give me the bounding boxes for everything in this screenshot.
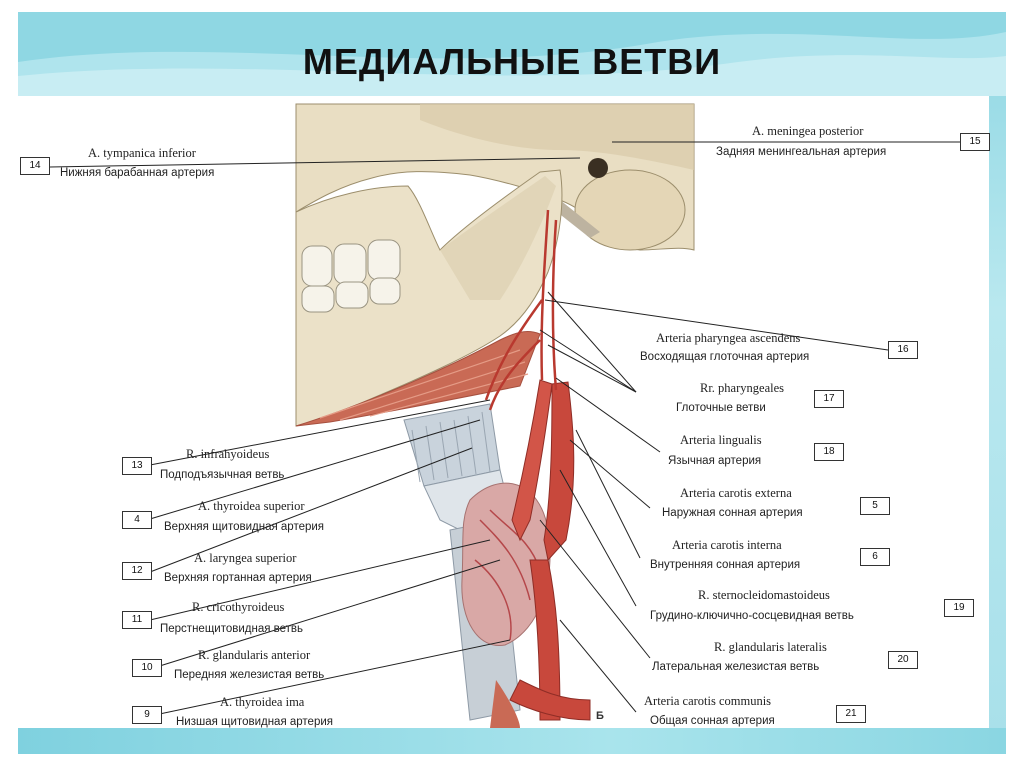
label-latin-carotis-communis: Arteria carotis communis (644, 695, 771, 708)
label-latin-pharyngeales: Rr. pharyngeales (700, 382, 784, 395)
label-latin-cricothyroideus: R. cricothyroideus (192, 601, 284, 614)
label-latin-lingualis: Arteria lingualis (680, 434, 762, 447)
label-russian-cricothyroideus: Перстнещитовидная ветвь (160, 624, 303, 636)
label-russian-laryngea: Верхняя гортанная артерия (164, 573, 312, 585)
label-russian-thyroidea-ima: Низшая щитовидная артерия (176, 717, 333, 729)
label-number-15: 15 (960, 133, 990, 151)
label-russian-tympanica: Нижняя барабанная артерия (60, 168, 214, 180)
label-latin-glandularis-lateralis: R. glandularis lateralis (714, 641, 827, 654)
label-latin-infrahyoideus: R. infrahyoideus (186, 448, 269, 461)
label-latin-pharyngea: Arteria pharyngea ascendens (656, 332, 800, 345)
label-number-12: 12 (122, 562, 152, 580)
label-russian-thyroidea-superior: Верхняя щитовидная артерия (164, 522, 324, 534)
label-russian-carotis-interna: Внутренняя сонная артерия (650, 560, 800, 572)
foramen (588, 158, 608, 178)
label-number-16: 16 (888, 341, 918, 359)
label-russian-lingualis: Язычная артерия (668, 456, 761, 468)
label-number-21: 21 (836, 705, 866, 723)
label-number-17: 17 (814, 390, 844, 408)
label-russian-sternocleido: Грудино-ключично-сосцевидная ветвь (650, 611, 854, 623)
figure-letter: Б (596, 710, 604, 722)
label-number-9: 9 (132, 706, 162, 724)
label-latin-thyroidea-superior: A. thyroidea superior (198, 500, 305, 513)
label-latin-meningea: A. meningea posterior (752, 125, 863, 138)
label-number-5: 5 (860, 497, 890, 515)
label-number-14: 14 (20, 157, 50, 175)
label-number-20: 20 (888, 651, 918, 669)
label-latin-sternocleido: R. sternocleidomastoideus (698, 589, 830, 602)
mastoid-process (575, 170, 685, 250)
label-latin-tympanica: A. tympanica inferior (88, 147, 196, 160)
label-russian-infrahyoideus: Подподъязычная ветвь (160, 470, 284, 482)
label-number-10: 10 (132, 659, 162, 677)
label-russian-pharyngea: Восходящая глоточная артерия (640, 352, 809, 364)
label-latin-carotis-externa: Arteria carotis externa (680, 487, 792, 500)
label-russian-glandularis-lateralis: Латеральная железистая ветвь (652, 662, 819, 674)
label-number-18: 18 (814, 443, 844, 461)
label-russian-glandularis-anterior: Передняя железистая ветвь (174, 670, 324, 682)
label-number-11: 11 (122, 611, 152, 629)
label-number-4: 4 (122, 511, 152, 529)
label-latin-carotis-interna: Arteria carotis interna (672, 539, 782, 552)
label-russian-meningea: Задняя менингеальная артерия (716, 147, 886, 159)
label-latin-glandularis-anterior: R. glandularis anterior (198, 649, 310, 662)
label-russian-carotis-externa: Наружная сонная артерия (662, 508, 803, 520)
label-latin-laryngea: A. laryngea superior (194, 552, 296, 565)
label-number-13: 13 (122, 457, 152, 475)
label-number-19: 19 (944, 599, 974, 617)
label-latin-thyroidea-ima: A. thyroidea ima (220, 696, 304, 709)
teeth (302, 240, 400, 312)
label-russian-carotis-communis: Общая сонная артерия (650, 716, 775, 728)
label-russian-pharyngeales: Глоточные ветви (676, 403, 766, 415)
label-number-6: 6 (860, 548, 890, 566)
